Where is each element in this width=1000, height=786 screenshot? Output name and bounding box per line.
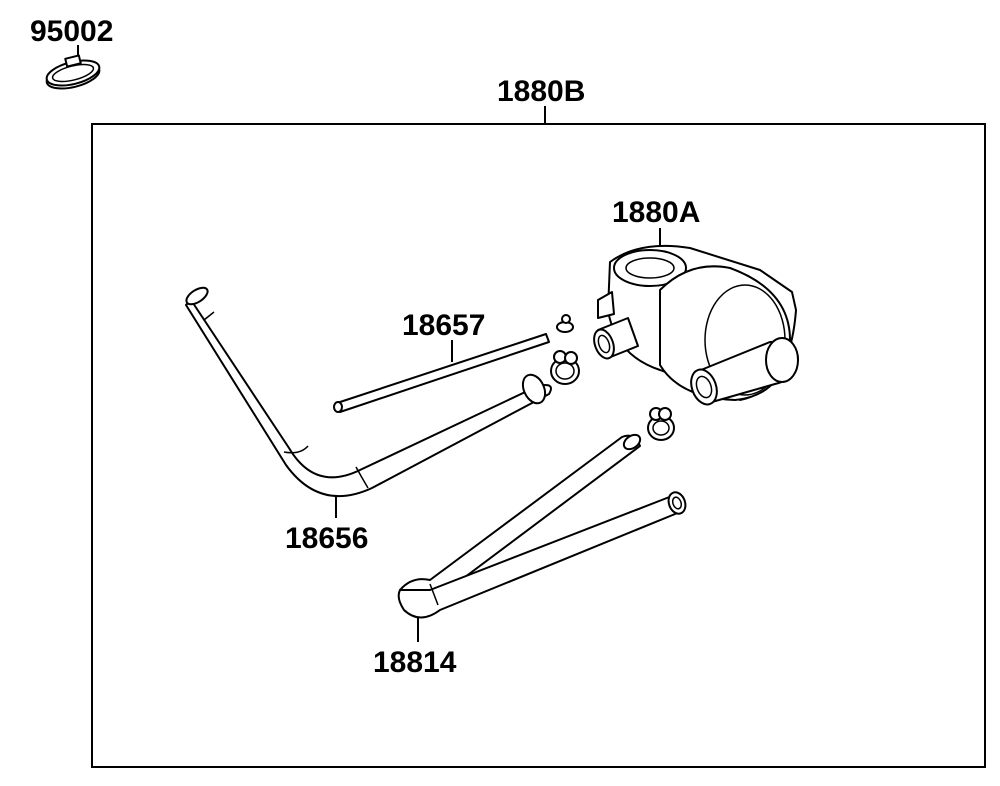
clamp-icon[interactable]: [44, 54, 102, 93]
label-18814[interactable]: 18814: [373, 646, 457, 679]
label-1880A[interactable]: 1880A: [612, 196, 700, 229]
clamp-small-1[interactable]: [556, 314, 574, 333]
assembly-frame: [91, 123, 986, 768]
hose-icon: [185, 299, 552, 498]
label-1880B[interactable]: 1880B: [497, 75, 585, 108]
hose-18657[interactable]: [333, 333, 550, 413]
air-pump-icon[interactable]: [590, 244, 799, 408]
hose-18656[interactable]: [184, 284, 552, 498]
label-18657[interactable]: 18657: [402, 309, 485, 342]
clamp-small-3[interactable]: [647, 407, 675, 441]
clamp-small-2[interactable]: [550, 350, 580, 385]
hose-18814[interactable]: [397, 432, 689, 619]
label-95002[interactable]: 95002: [30, 15, 113, 48]
label-18656[interactable]: 18656: [285, 522, 368, 555]
